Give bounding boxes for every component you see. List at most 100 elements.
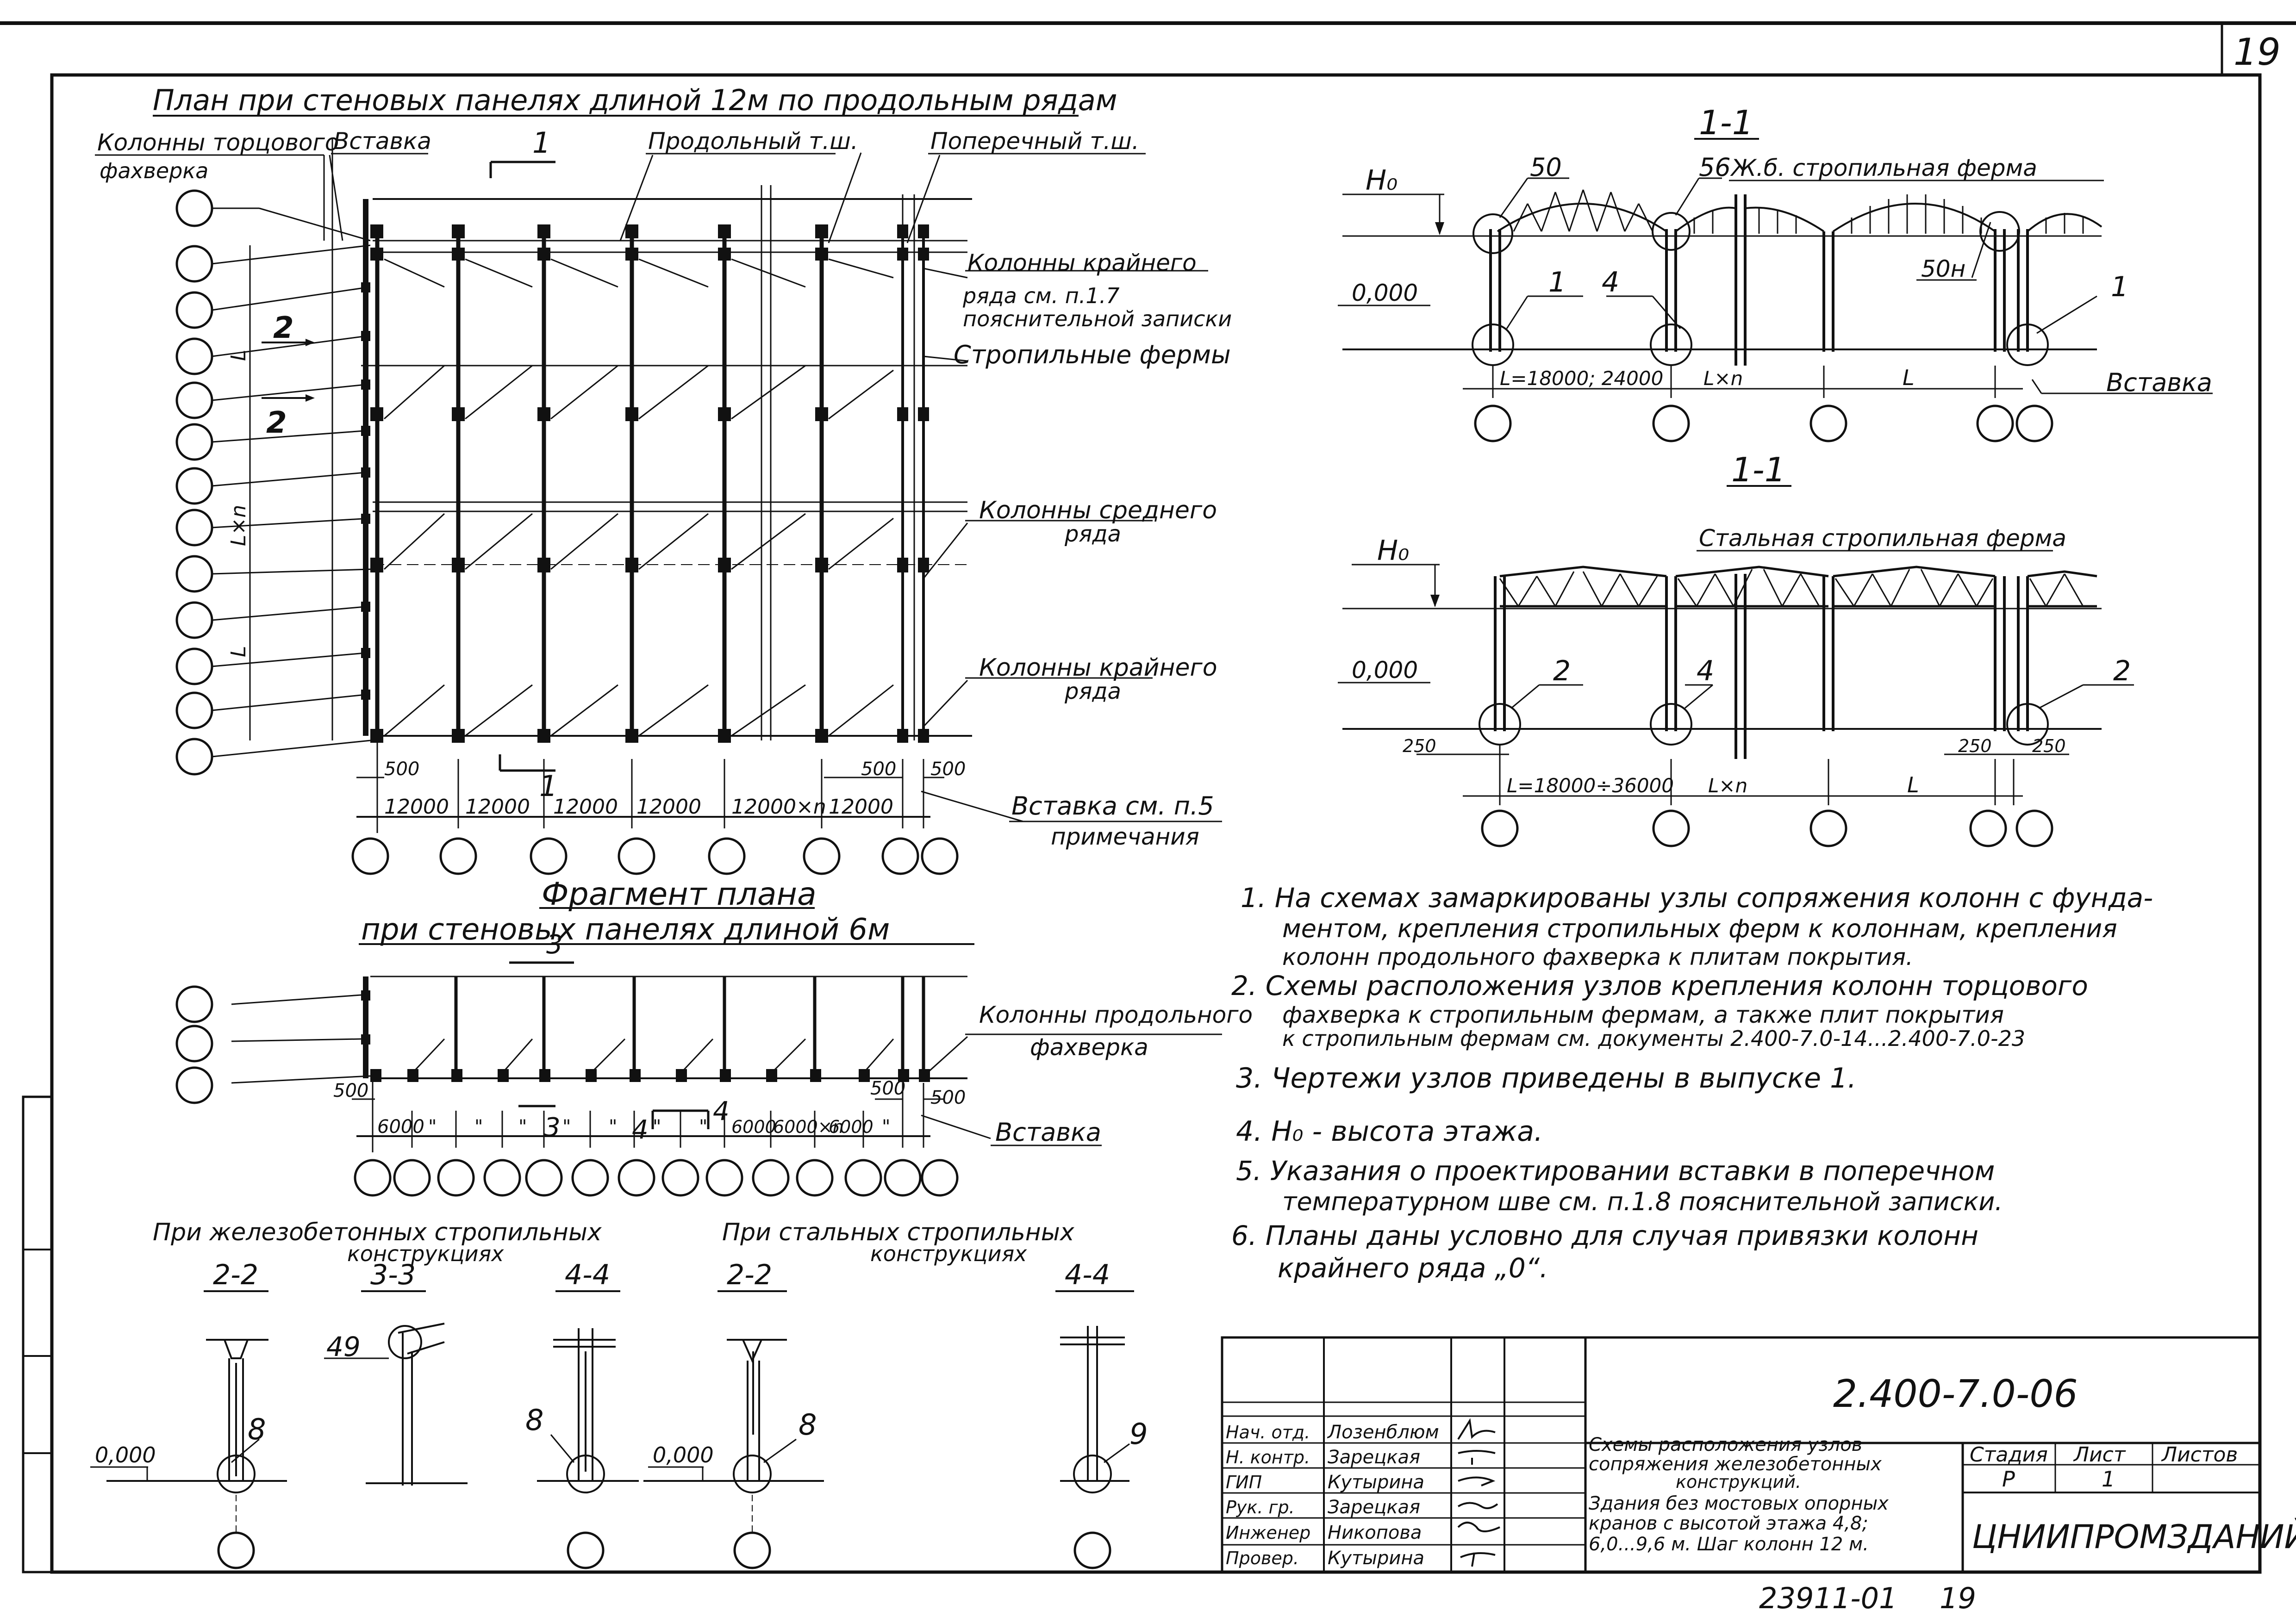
node-4: 4 <box>1602 266 1619 298</box>
section-3-3: 3-3 <box>370 1259 416 1291</box>
node-50: 50 <box>1530 153 1562 182</box>
plan-12m-column-axes <box>353 839 957 874</box>
name-3: Кутырина <box>1328 1472 1424 1493</box>
plan-12m-title: План при стеновых панелях длиной 12м по … <box>153 83 1117 117</box>
note-line-8: 4. H₀ - высота этажа. <box>1236 1115 1543 1148</box>
section-rc-title: 1-1 <box>1699 103 1753 142</box>
section-mark-1-top: 1 <box>532 126 550 160</box>
dim-500-right-6a: 500 <box>870 1078 905 1099</box>
role-2: Н. контр. <box>1226 1447 1310 1468</box>
note-line-2: ментом, крепления стропильных ферм к кол… <box>1282 914 2117 943</box>
section-4-4-steel: 4-4 <box>1065 1259 1110 1291</box>
note-line-9: 5. Указания о проектировании вставки в п… <box>1236 1155 1995 1187</box>
role-3: ГИП <box>1226 1472 1262 1492</box>
label-insert-6: Вставка <box>995 1118 1101 1147</box>
section-steel-h0: H₀ <box>1377 535 1409 567</box>
section-mark-1-bottom: 1 <box>539 769 557 803</box>
span-6-9: 6000 <box>731 1117 776 1137</box>
page-number: 19 <box>2234 31 2281 74</box>
section-rc-truss-label: Ж.б. стропильная ферма <box>1730 155 2037 181</box>
name-1: Лозенблюм <box>1327 1422 1439 1443</box>
desc-5: кранов с высотой этажа 4,8; <box>1589 1513 1868 1534</box>
dim-500-right-b: 500 <box>930 759 966 780</box>
section-2-2-rc: 2-2 <box>213 1259 258 1291</box>
dim-250-right-a: 250 <box>1958 736 1992 756</box>
section-mark-4-right: 4 <box>713 1096 730 1126</box>
label-trusses: Стропильные фермы <box>954 340 1231 369</box>
role-6: Провер. <box>1226 1548 1299 1568</box>
span-6-11: 6000 <box>829 1117 873 1137</box>
label-insert-note-2: примечания <box>1051 823 1199 850</box>
span-6-n: 6000×n <box>773 1117 844 1137</box>
dim-250-right-b: 250 <box>2032 736 2066 756</box>
desc-4: Здания без мостовых опорных <box>1589 1493 1889 1514</box>
signatures <box>1457 1418 1500 1567</box>
dim-500-right-a: 500 <box>861 759 896 780</box>
label-middle-row: Колонны среднего <box>979 497 1217 524</box>
stage-value: Р <box>2002 1467 2015 1492</box>
dim-250-left: 250 <box>1403 736 1436 756</box>
sheet-label: Лист <box>2073 1443 2126 1467</box>
section-2-2-steel: 2-2 <box>727 1259 772 1291</box>
note-line-1: 1. На схемах замаркированы узлы сопряжен… <box>1241 882 2153 914</box>
section-4-4-rc: 4-4 <box>565 1259 610 1291</box>
dim-500-right-6b: 500 <box>930 1087 966 1108</box>
name-4: Зарецкая <box>1328 1497 1420 1518</box>
name-5: Никопова <box>1328 1522 1422 1543</box>
dim-l-upper: L <box>227 349 250 361</box>
zero-steel: 0,000 <box>653 1443 714 1468</box>
archive-page: 19 <box>1940 1581 1976 1615</box>
node-9: 9 <box>1129 1417 1148 1451</box>
node-1-right: 1 <box>2111 271 2128 303</box>
section-steel-title: 1-1 <box>1731 450 1786 489</box>
section-steel-dim-lxn: L×n <box>1708 774 1747 797</box>
note-line-10: температурном шве см. п.1.8 пояснительно… <box>1282 1187 2003 1216</box>
node-49: 49 <box>326 1331 361 1362</box>
section-steel-truss-label: Стальная стропильная ферма <box>1699 525 2066 552</box>
archive-code: 23911-01 <box>1759 1581 1897 1615</box>
label-insert: Вставка <box>333 128 431 155</box>
label-long-columns: Колонны продольного <box>979 1001 1253 1028</box>
section-rc-h0: H₀ <box>1366 164 1398 197</box>
name-6: Кутырина <box>1328 1548 1424 1569</box>
span-6-4: " <box>518 1116 527 1138</box>
note-line-7: 3. Чертежи узлов приведены в выпуске 1. <box>1236 1062 1856 1094</box>
section-rc-dim-l: L <box>1903 365 1915 390</box>
section-steel-dim-l-first: L=18000÷36000 <box>1507 774 1674 797</box>
section-steel-dim-l: L <box>1907 772 1919 797</box>
org-name: ЦНИИПРОМЗДАНИЙ <box>1972 1518 2296 1556</box>
node-4-steel: 4 <box>1697 655 1714 687</box>
span-6-6: " <box>609 1116 617 1138</box>
plan-6m-title-1: Фрагмент плана <box>542 876 817 913</box>
role-4: Рук. гр. <box>1226 1497 1295 1517</box>
sheet-frame <box>0 21 2296 1574</box>
label-end-columns: Колонны торцового <box>97 129 339 156</box>
zero-rc: 0,000 <box>95 1443 156 1468</box>
span-12000-2: 12000 <box>465 795 530 819</box>
node-8-steel: 8 <box>799 1408 817 1442</box>
stage-label: Стадия <box>1970 1443 2048 1467</box>
note-line-3: колонн продольного фахверка к плитам пок… <box>1282 944 1913 970</box>
node-56: 56 <box>1699 153 1731 182</box>
section-rc-zero: 0,000 <box>1352 280 1418 306</box>
sheets-label: Листов <box>2161 1443 2238 1467</box>
node-1-left: 1 <box>1548 266 1566 298</box>
span-12000-6: 12000 <box>829 795 893 819</box>
label-insert-note: Вставка см. п.5 <box>1011 791 1214 821</box>
node-8-rc: 8 <box>248 1412 266 1446</box>
plan-12m-columns <box>361 224 929 743</box>
label-long-columns-2: фахверка <box>1030 1034 1148 1061</box>
plan-6m-title-2: при стеновых панелях длиной 6м <box>361 913 890 947</box>
span-6-1: 6000 <box>377 1116 424 1138</box>
name-2: Зарецкая <box>1328 1447 1420 1468</box>
span-6-2: " <box>428 1116 437 1138</box>
desc-6: 6,0...9,6 м. Шаг колонн 12 м. <box>1589 1534 1869 1555</box>
label-edge-row-1: Колонны крайнего <box>967 249 1197 276</box>
span-6-12: " <box>882 1116 890 1138</box>
desc-2: сопряжения железобетонных <box>1589 1454 1882 1475</box>
notes: 1. На схемах замаркированы узлы сопряжен… <box>1231 882 2153 1284</box>
role-5: Инженер <box>1226 1523 1310 1543</box>
doc-code: 2.400-7.0-06 <box>1833 1372 2078 1416</box>
label-cross-joint: Поперечный т.ш. <box>930 128 1139 155</box>
caption-rc-2: конструкциях <box>347 1241 504 1266</box>
